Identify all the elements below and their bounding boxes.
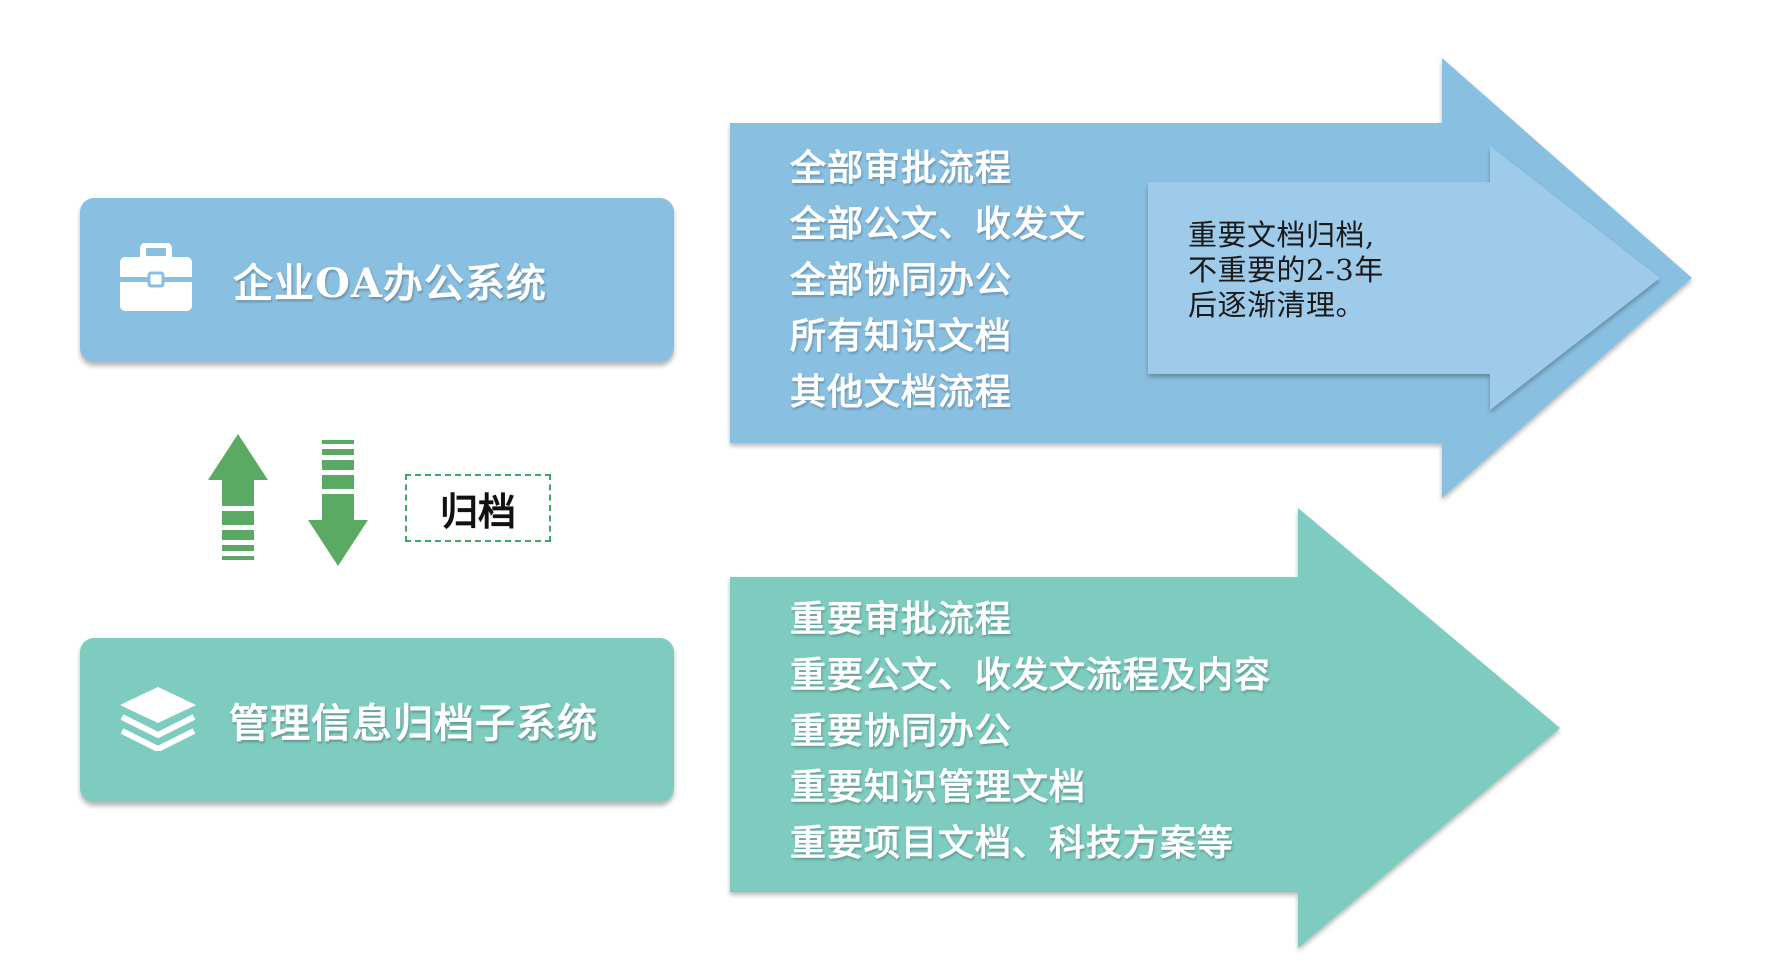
teal-arrow-shape — [730, 508, 1560, 948]
list-item: 全部公文、收发文 — [790, 203, 1087, 245]
retention-note: 重要文档归档, 不重要的2-3年 后逐渐清理。 — [1188, 218, 1418, 323]
archive-subsystem-box: 管理信息归档子系统 — [80, 638, 674, 802]
oa-content-list: 全部审批流程 全部公文、收发文 全部协同办公 所有知识文档 其他文档流程 — [790, 140, 1086, 420]
list-item: 全部审批流程 — [790, 147, 1013, 189]
briefcase-icon — [118, 242, 194, 317]
list-item: 重要项目文档、科技方案等 — [790, 822, 1235, 864]
list-item: 重要公文、收发文流程及内容 — [790, 654, 1272, 696]
list-item: 重要知识管理文档 — [790, 766, 1087, 808]
archive-label-box: 归档 — [405, 474, 551, 542]
oa-system-label: 企业OA办公系统 — [233, 260, 547, 307]
arrow-down-icon — [308, 440, 368, 566]
list-item: 所有知识文档 — [790, 315, 1013, 357]
inner-arrow-shape — [1148, 146, 1660, 410]
list-item: 其他文档流程 — [790, 371, 1013, 413]
archive-label: 归档 — [439, 488, 516, 534]
note-line: 后逐渐清理。 — [1188, 288, 1366, 322]
note-line: 不重要的2-3年 — [1188, 253, 1384, 287]
layers-icon — [118, 685, 198, 755]
archive-arrows — [208, 434, 368, 566]
list-item: 全部协同办公 — [790, 259, 1013, 301]
oa-system-box: 企业OA办公系统 — [80, 198, 674, 362]
arrow-up-icon — [208, 434, 268, 560]
list-item: 重要审批流程 — [790, 598, 1013, 640]
archive-content-list: 重要审批流程 重要公文、收发文流程及内容 重要协同办公 重要知识管理文档 重要项… — [790, 591, 1271, 871]
note-line: 重要文档归档, — [1188, 218, 1375, 252]
list-item: 重要协同办公 — [790, 710, 1013, 752]
archive-subsystem-label: 管理信息归档子系统 — [229, 700, 598, 747]
